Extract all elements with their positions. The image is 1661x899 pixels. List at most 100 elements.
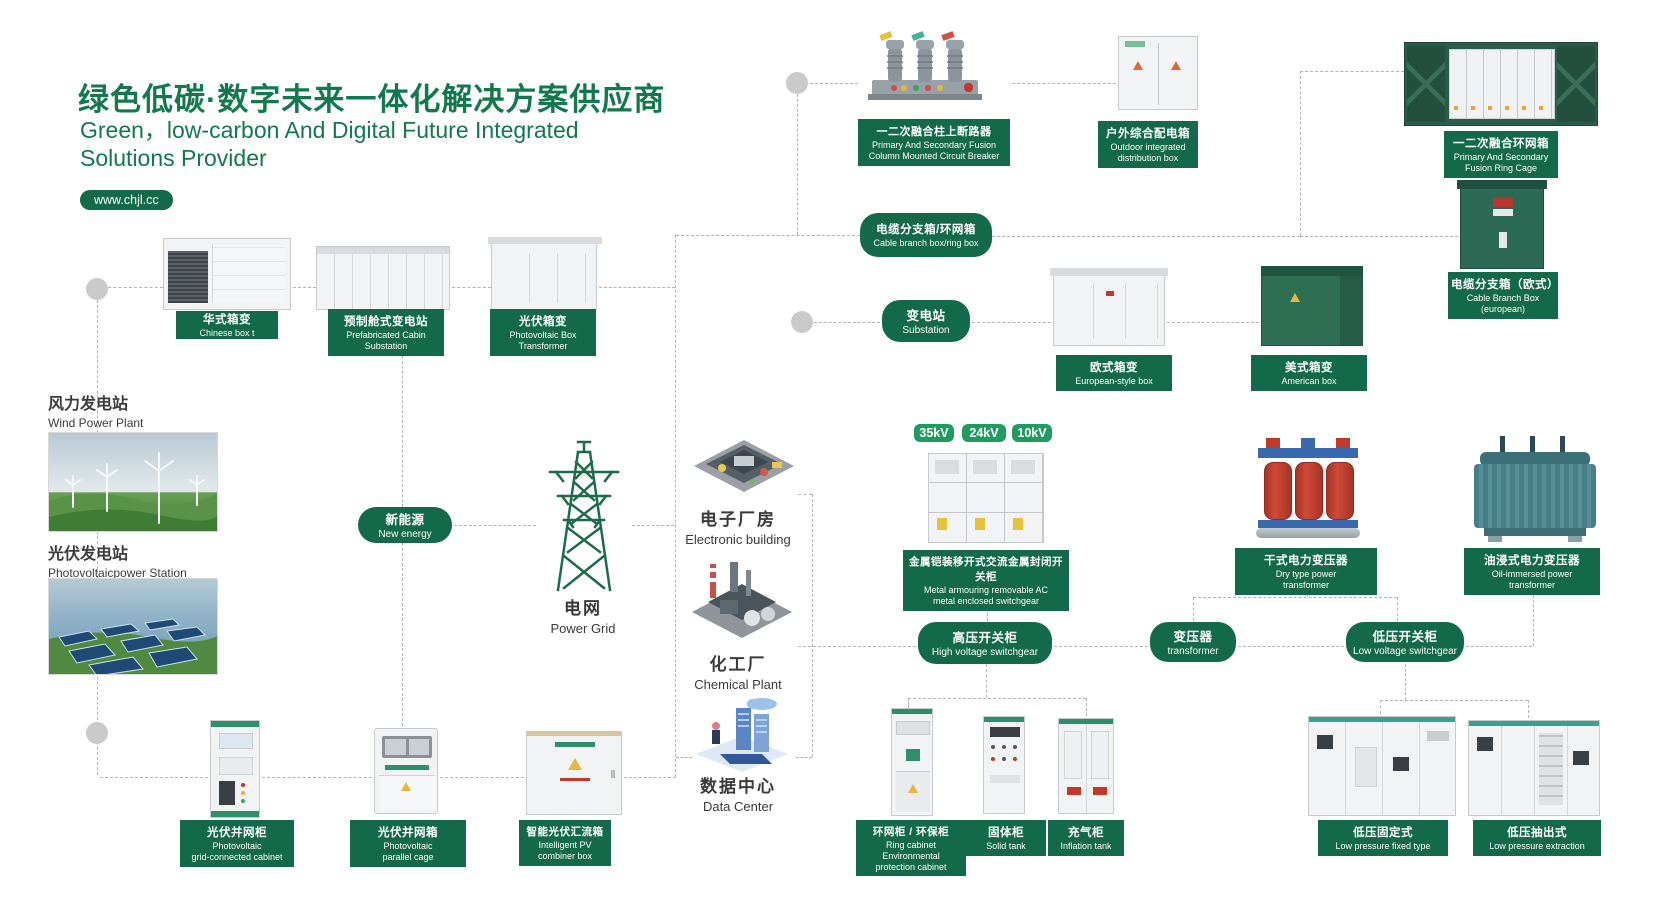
connector-line	[402, 346, 403, 507]
label-ring-cage: 一二次融合环网箱 Primary And Secondary Fusion Ri…	[1444, 131, 1558, 178]
grille-decor	[168, 251, 208, 303]
label-pv-grid-cabinet: 光伏并网柜 Photovoltaic grid-connected cabine…	[180, 820, 294, 867]
chemical-plant-caption: 化工厂 Chemical Plant	[694, 655, 782, 692]
label-prefab-cabin: 预制舱式变电站 Prefabricated Cabin Substation	[328, 309, 444, 356]
hv-switchgear-pill: 高压开关柜 High voltage switchgear	[918, 622, 1052, 664]
connector-line	[1054, 646, 1148, 647]
new-energy-pill: 新能源 New energy	[358, 507, 452, 543]
connector-line	[676, 235, 860, 236]
connector-line	[810, 83, 858, 84]
connector-line	[632, 525, 674, 526]
gas-cabinet-image	[1058, 718, 1114, 814]
connector-line	[908, 698, 1086, 699]
label-gas-cabinet: 充气柜 Inflation tank	[1048, 820, 1124, 856]
connector-line	[676, 757, 692, 758]
connector-line	[986, 664, 987, 698]
connector-line	[454, 525, 536, 526]
connector-line	[1405, 664, 1406, 700]
label-pv-parallel-box: 光伏并网箱 Photovoltaic parallel cage	[350, 820, 466, 867]
pv-parallel-box-image	[374, 728, 438, 814]
connector-line	[262, 777, 372, 778]
label-outdoor-box: 户外综合配电箱 Outdoor integrated distribution …	[1098, 121, 1198, 168]
wind-plant-heading: 风力发电站 Wind Power Plant	[48, 396, 144, 430]
power-grid-caption: 电网 Power Grid	[550, 599, 616, 636]
connector-line	[1397, 597, 1398, 621]
label-cable-branch-european: 电缆分支箱（欧式） Cable Branch Box (european)	[1448, 272, 1559, 319]
connector-line	[293, 287, 316, 288]
european-style-box-image	[1050, 268, 1168, 346]
label-lv-drawout: 低压抽出式 Low pressure extraction	[1473, 820, 1601, 856]
node-circle	[786, 72, 808, 94]
connector-line	[908, 698, 909, 708]
connector-line	[452, 287, 491, 288]
connector-line	[797, 94, 798, 235]
pv-grid-cabinet-image	[210, 720, 260, 818]
connector-line	[1533, 590, 1534, 646]
warning-triangle-icon	[568, 758, 582, 770]
connector-line	[599, 287, 675, 288]
connector-line	[100, 777, 208, 778]
wind-plant-photo	[48, 432, 218, 532]
connector-line	[624, 777, 676, 778]
connector-line	[1193, 597, 1194, 621]
warning-triangle-icon	[908, 784, 918, 793]
connector-line	[992, 236, 1300, 237]
connector-line	[1238, 646, 1344, 647]
connector-line	[97, 300, 98, 775]
connector-line	[440, 777, 524, 778]
label-lv-fixed: 低压固定式 Low pressure fixed type	[1318, 820, 1448, 856]
website-badge[interactable]: www.chjl.cc	[80, 190, 173, 210]
electronic-building-caption: 电子厂房 Electronic building	[685, 510, 791, 547]
warning-triangle-icon	[401, 782, 411, 791]
american-box-image	[1261, 266, 1363, 346]
ring-cabinet-image	[891, 708, 933, 816]
connector-line	[675, 235, 676, 777]
prefabricated-cabin-image	[316, 246, 450, 310]
voltage-badge-10kv: 10kV	[1012, 424, 1052, 442]
dry-type-transformer-image	[1256, 436, 1360, 540]
lv-drawout-cabinet-image	[1468, 720, 1600, 816]
outdoor-distribution-box-image	[1118, 36, 1198, 110]
cable-branch-pill: 电缆分支箱/环网箱 Cable branch box/ring box	[860, 213, 992, 257]
warning-triangle-icon	[1133, 61, 1143, 70]
warning-triangle-icon	[1171, 61, 1181, 70]
substation-pill: 变电站 Substation	[882, 300, 970, 342]
chemical-plant-illustration	[692, 562, 792, 638]
connector-line	[1380, 700, 1381, 714]
label-pv-box: 光伏箱变 Photovoltaic Box Transformer	[490, 309, 596, 356]
voltage-badge-24kv: 24kV	[962, 424, 1006, 442]
connector-line	[1300, 71, 1404, 72]
label-circuit-breaker: 一二次融合柱上断路器 Primary And Secondary Fusion …	[858, 119, 1010, 166]
connector-line	[402, 543, 403, 726]
transformer-pill: 变压器 transformer	[1150, 622, 1236, 662]
voltage-badge-35kv: 35kV	[914, 424, 954, 442]
oil-immersed-transformer-image	[1470, 436, 1600, 542]
label-ring-cabinet: 环网柜 / 环保柜 Ring cabinet Environmental pro…	[856, 820, 966, 877]
connector-line	[1300, 236, 1458, 237]
photovoltaic-box-image	[488, 237, 602, 310]
solid-cabinet-image	[983, 716, 1025, 814]
pv-station-heading: 光伏发电站 Photovoltaicpower Station	[48, 546, 187, 580]
label-american-box: 美式箱变 American box	[1251, 355, 1367, 391]
connector-line	[796, 757, 812, 758]
page-title-cn: 绿色低碳·数字未来一体化解决方案供应商	[78, 82, 666, 117]
label-solid-cabinet: 固体柜 Solid tank	[966, 820, 1046, 856]
wind-turbines-decor	[49, 452, 217, 531]
connector-line	[1167, 322, 1259, 323]
chinese-box-transformer-image	[163, 238, 291, 310]
connector-line	[798, 646, 916, 647]
connector-line	[812, 494, 813, 757]
connector-line	[1193, 597, 1397, 598]
label-metal-switchgear: 金属铠装移开式交流金属封闭开关柜 Metal armouring removab…	[903, 550, 1069, 611]
label-chinese-box: 华式箱变 Chinese box t	[176, 311, 278, 339]
label-dry-transformer: 干式电力变压器 Dry type power transformer	[1235, 548, 1377, 595]
node-circle	[791, 311, 813, 333]
node-circle	[86, 278, 108, 300]
pv-station-photo	[48, 578, 218, 675]
connector-line	[1086, 698, 1087, 716]
connector-line	[1466, 646, 1532, 647]
connector-line	[1012, 83, 1116, 84]
connector-line	[814, 322, 880, 323]
fusion-ring-cage-image	[1404, 42, 1598, 126]
